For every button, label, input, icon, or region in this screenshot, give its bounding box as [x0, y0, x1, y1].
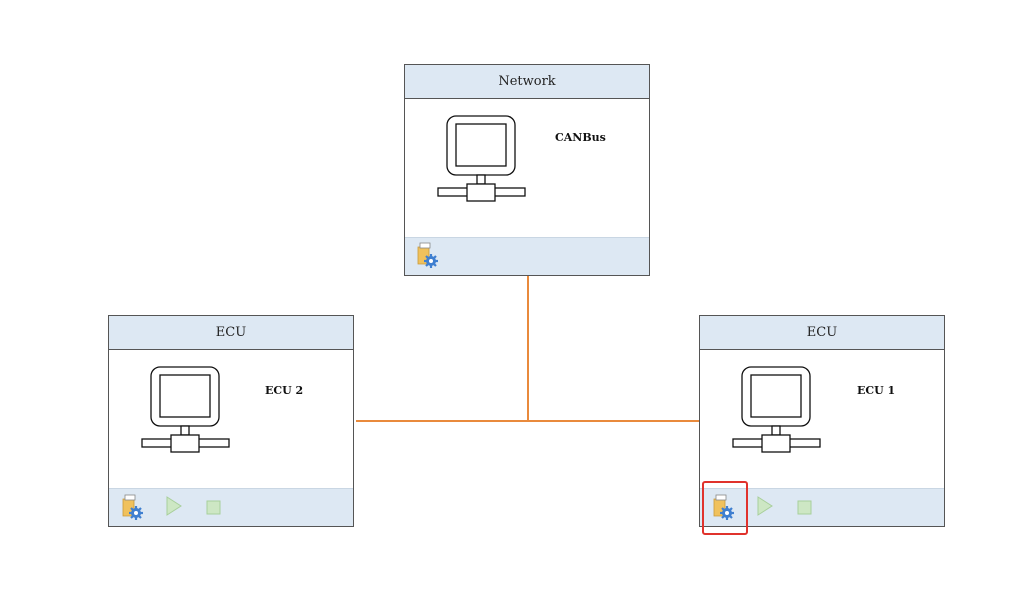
configure-gear-icon: [713, 494, 734, 520]
run-button[interactable]: [164, 495, 190, 523]
stop-button[interactable]: [797, 500, 823, 528]
stop-button[interactable]: [206, 500, 232, 528]
configure-gear-icon: [122, 494, 143, 520]
configure-button[interactable]: [120, 493, 146, 521]
node-title: ECU: [806, 325, 838, 340]
node-header: ECU: [700, 316, 944, 350]
network-node[interactable]: Network CANBus: [404, 64, 650, 276]
node-title: ECU: [215, 325, 247, 340]
node-header: ECU: [109, 316, 353, 350]
node-footer: [109, 488, 353, 526]
node-footer: [405, 237, 649, 275]
node-title: Network: [498, 74, 556, 89]
configure-button[interactable]: [415, 241, 441, 269]
network-computer-icon: [732, 366, 822, 460]
network-computer-icon: [437, 115, 527, 209]
stop-icon: [797, 500, 812, 515]
node-footer: [700, 488, 944, 526]
ecu-node-2[interactable]: ECU ECU 2: [108, 315, 354, 527]
node-header: Network: [405, 65, 649, 99]
play-icon: [166, 496, 182, 516]
node-label: ECU 1: [857, 384, 896, 397]
selection-highlight: [702, 481, 748, 535]
configure-button[interactable]: [711, 493, 737, 521]
configure-gear-icon: [417, 242, 438, 268]
wire-network-vertical: [527, 276, 529, 421]
node-label: ECU 2: [265, 384, 304, 397]
play-icon: [757, 496, 773, 516]
wire-horizontal: [356, 420, 700, 422]
ecu-node-1[interactable]: ECU ECU 1: [699, 315, 945, 527]
run-button[interactable]: [755, 495, 781, 523]
stop-icon: [206, 500, 221, 515]
network-computer-icon: [141, 366, 231, 460]
node-label: CANBus: [555, 131, 606, 144]
